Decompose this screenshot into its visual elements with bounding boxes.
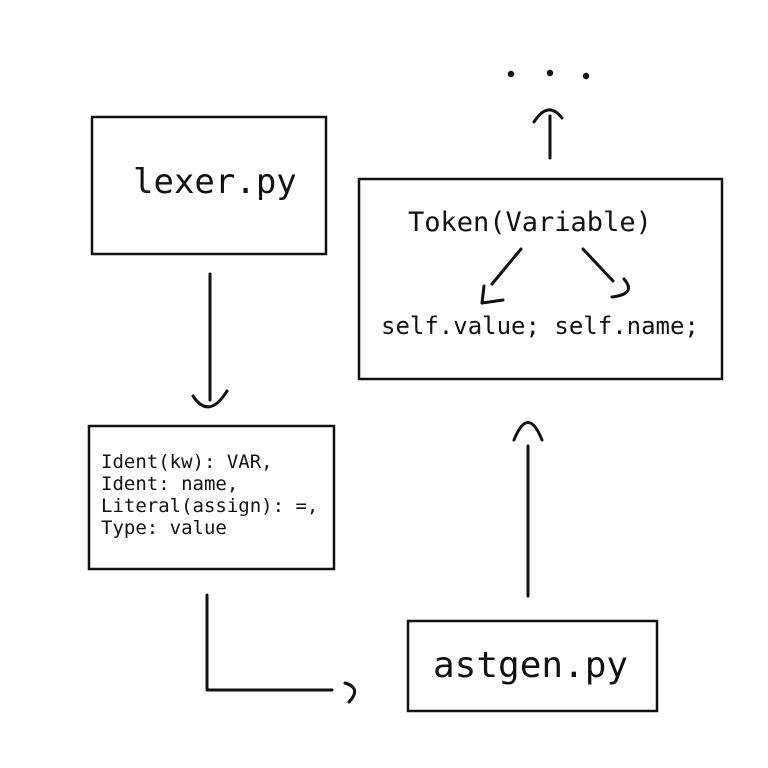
dot-2 xyxy=(546,69,554,77)
arrow-lexer-to-tokens xyxy=(191,272,229,409)
lexer-label: lexer.py xyxy=(133,162,297,202)
token-list-box xyxy=(87,424,336,571)
lexer-node: lexer.py xyxy=(90,115,328,256)
dot-1 xyxy=(507,70,515,78)
token-variable-node: Token(Variable) self.value; self.name; xyxy=(357,177,724,381)
arrow-tokens-to-astgen xyxy=(205,593,357,704)
token-variable-box xyxy=(357,177,724,381)
token-line-2: Ident: name, xyxy=(101,473,238,495)
token-variable-fields: self.value; self.name; xyxy=(381,312,699,340)
inner-arrow-right xyxy=(581,247,630,299)
arrow-astgen-to-token-variable xyxy=(512,421,544,598)
continuation-dots xyxy=(507,69,590,80)
token-line-4: Type: value xyxy=(101,517,227,539)
inner-arrow-left xyxy=(480,247,523,305)
token-line-1: Ident(kw): VAR, xyxy=(101,451,273,473)
token-list-node: Ident(kw): VAR, Ident: name, Literal(ass… xyxy=(87,424,336,571)
lexer-box xyxy=(90,115,328,256)
dot-3 xyxy=(582,72,590,80)
arrow-token-to-continuation xyxy=(532,108,564,160)
astgen-label: astgen.py xyxy=(433,645,628,686)
astgen-node: astgen.py xyxy=(406,619,659,713)
token-variable-title: Token(Variable) xyxy=(408,207,652,238)
astgen-box xyxy=(406,619,659,713)
token-line-3: Literal(assign): =, xyxy=(101,495,318,517)
